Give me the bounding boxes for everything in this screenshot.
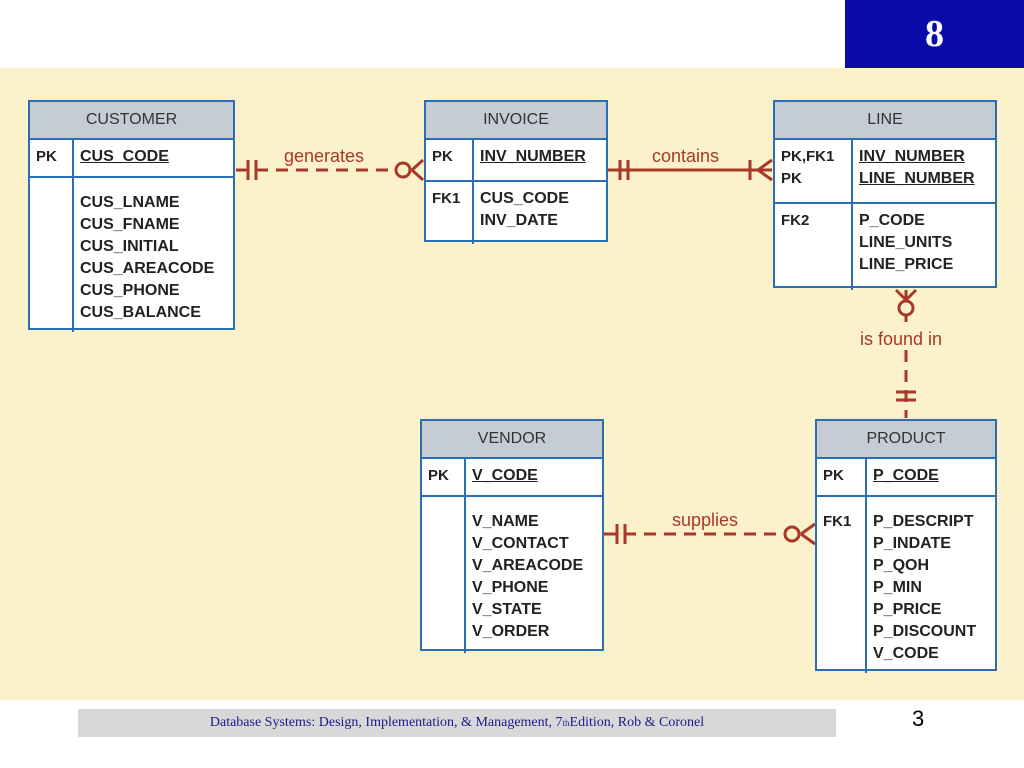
pk-section: PK INV_NUMBER	[426, 140, 606, 182]
attributes: P_DESCRIPT P_INDATE P_QOH P_MIN P_PRICE P_DIS…	[867, 497, 976, 673]
attributes: P_CODE LINE_UNITS LINE_PRICE	[853, 204, 953, 290]
pk-keys: PK	[817, 459, 867, 495]
attribute-1: INV_DATE	[480, 212, 558, 229]
attr-keys: FK2	[775, 204, 853, 290]
key-label-0: PK	[428, 467, 449, 484]
rel-generates-label: generates	[284, 146, 365, 166]
entity-header: LINE	[775, 102, 995, 140]
chapter-badge: 8	[845, 0, 1024, 68]
entity-invoice: INVOICE PK INV_NUMBER FK1 CUS_CODE INV_DA…	[424, 100, 608, 244]
attribute-4: CUS_PHONE	[80, 282, 180, 299]
attribute-0: CUS_CODE	[80, 148, 169, 165]
rel-is-found-in-line	[894, 288, 918, 418]
attribute-0: INV_NUMBER	[859, 148, 965, 165]
attributes: V_NAME V_CONTACT V_AREACODE V_PHONE V_STATE V…	[466, 497, 583, 653]
rel-supplies-label: supplies	[672, 510, 739, 530]
attr-keys: FK1	[817, 497, 867, 673]
footer-text-1: Database Systems: Design, Implementation…	[209, 715, 563, 730]
key-label-0: FK2	[781, 212, 810, 229]
entity-product: PRODUCT PK P_CODE FK1 P_DESCRIPT P_INDATE…	[815, 419, 997, 673]
attribute-6: V_CODE	[873, 645, 939, 662]
footer-citation: Database Systems: Design, Implementation…	[78, 709, 836, 737]
pk-attributes: V_CODE	[466, 459, 538, 495]
attr-section: CUS_LNAME CUS_FNAME CUS_INITIAL CUS_AREACOD…	[30, 178, 233, 332]
rel-contains-label: contains	[652, 146, 720, 166]
chapter-number: 8	[925, 13, 944, 55]
attr-keys	[422, 497, 466, 653]
attribute-3: CUS_AREACODE	[80, 260, 215, 277]
footer-superscript: th	[562, 718, 570, 728]
attribute-2: CUS_INITIAL	[80, 238, 179, 255]
pk-attributes: CUS_CODE	[74, 140, 169, 176]
attributes: CUS_CODE INV_DATE	[474, 182, 569, 244]
rel-generates-line	[236, 158, 425, 182]
entity-vendor: VENDOR PK V_CODE V_NAME V_CONTACT V_AREACO…	[420, 419, 604, 653]
attribute-1: LINE_UNITS	[859, 234, 953, 251]
key-label-0: FK1	[432, 190, 461, 207]
entity-header: CUSTOMER	[30, 102, 233, 140]
entity-header: VENDOR	[422, 421, 602, 459]
key-label-0: PK	[432, 148, 453, 165]
attr-section: FK2 P_CODE LINE_UNITS LINE_PRICE	[775, 204, 995, 290]
attribute-0: INV_NUMBER	[480, 148, 586, 165]
attribute-1: CUS_FNAME	[80, 216, 180, 233]
attribute-1: V_CONTACT	[472, 535, 569, 552]
key-label-0: PK	[823, 467, 844, 484]
slide-number: 3	[912, 706, 925, 731]
attribute-2: LINE_PRICE	[859, 256, 954, 273]
pk-keys: PK	[422, 459, 466, 495]
entity-header: PRODUCT	[817, 421, 995, 459]
attribute-0: V_NAME	[472, 513, 539, 530]
rel-is-found-in-label: is found in	[858, 329, 945, 350]
pk-section: PK V_CODE	[422, 459, 602, 497]
pk-keys: PK	[426, 140, 474, 180]
attribute-5: CUS_BALANCE	[80, 304, 201, 321]
entity-header: INVOICE	[426, 102, 606, 140]
attribute-5: V_ORDER	[472, 623, 550, 640]
attribute-1: LINE_NUMBER	[859, 170, 975, 187]
attribute-3: V_PHONE	[472, 579, 549, 596]
rel-contains-line	[608, 158, 773, 182]
key-label-6: FK1	[823, 513, 852, 530]
pk-attributes: P_CODE	[867, 459, 939, 495]
attribute-4: V_STATE	[472, 601, 542, 618]
pk-section: PK P_CODE	[817, 459, 995, 497]
attribute-0: CUS_CODE	[480, 190, 569, 207]
attributes: CUS_LNAME CUS_FNAME CUS_INITIAL CUS_AREACOD…	[74, 178, 214, 332]
footer-text-2: Edition, Rob & Coronel	[569, 715, 705, 730]
pk-attributes: INV_NUMBER	[474, 140, 586, 180]
attribute-3: P_MIN	[873, 579, 922, 596]
pk-attributes: INV_NUMBER LINE_NUMBER	[853, 140, 975, 202]
attr-keys	[30, 178, 74, 332]
attr-keys: FK1	[426, 182, 474, 244]
attribute-0: CUS_LNAME	[80, 194, 180, 211]
attr-section: V_NAME V_CONTACT V_AREACODE V_PHONE V_STATE V…	[422, 497, 602, 653]
pk-section: PK CUS_CODE	[30, 140, 233, 178]
key-label-0: PK,FK1	[781, 148, 835, 165]
attribute-1: P_INDATE	[873, 535, 951, 552]
attribute-0: P_CODE	[873, 467, 939, 484]
attr-section: FK1 CUS_CODE INV_DATE	[426, 182, 606, 244]
attribute-2: V_AREACODE	[472, 557, 584, 574]
rel-supplies-line	[604, 522, 816, 546]
pk-keys: PK	[30, 140, 74, 176]
key-label-0: PK	[36, 148, 57, 165]
attribute-5: P_DISCOUNT	[873, 623, 977, 640]
attribute-0: V_CODE	[472, 467, 538, 484]
key-label-1: PK	[781, 170, 802, 187]
attribute-4: P_PRICE	[873, 601, 942, 618]
attribute-0: P_CODE	[859, 212, 925, 229]
attribute-2: P_QOH	[873, 557, 930, 574]
attribute-0: P_DESCRIPT	[873, 513, 974, 530]
